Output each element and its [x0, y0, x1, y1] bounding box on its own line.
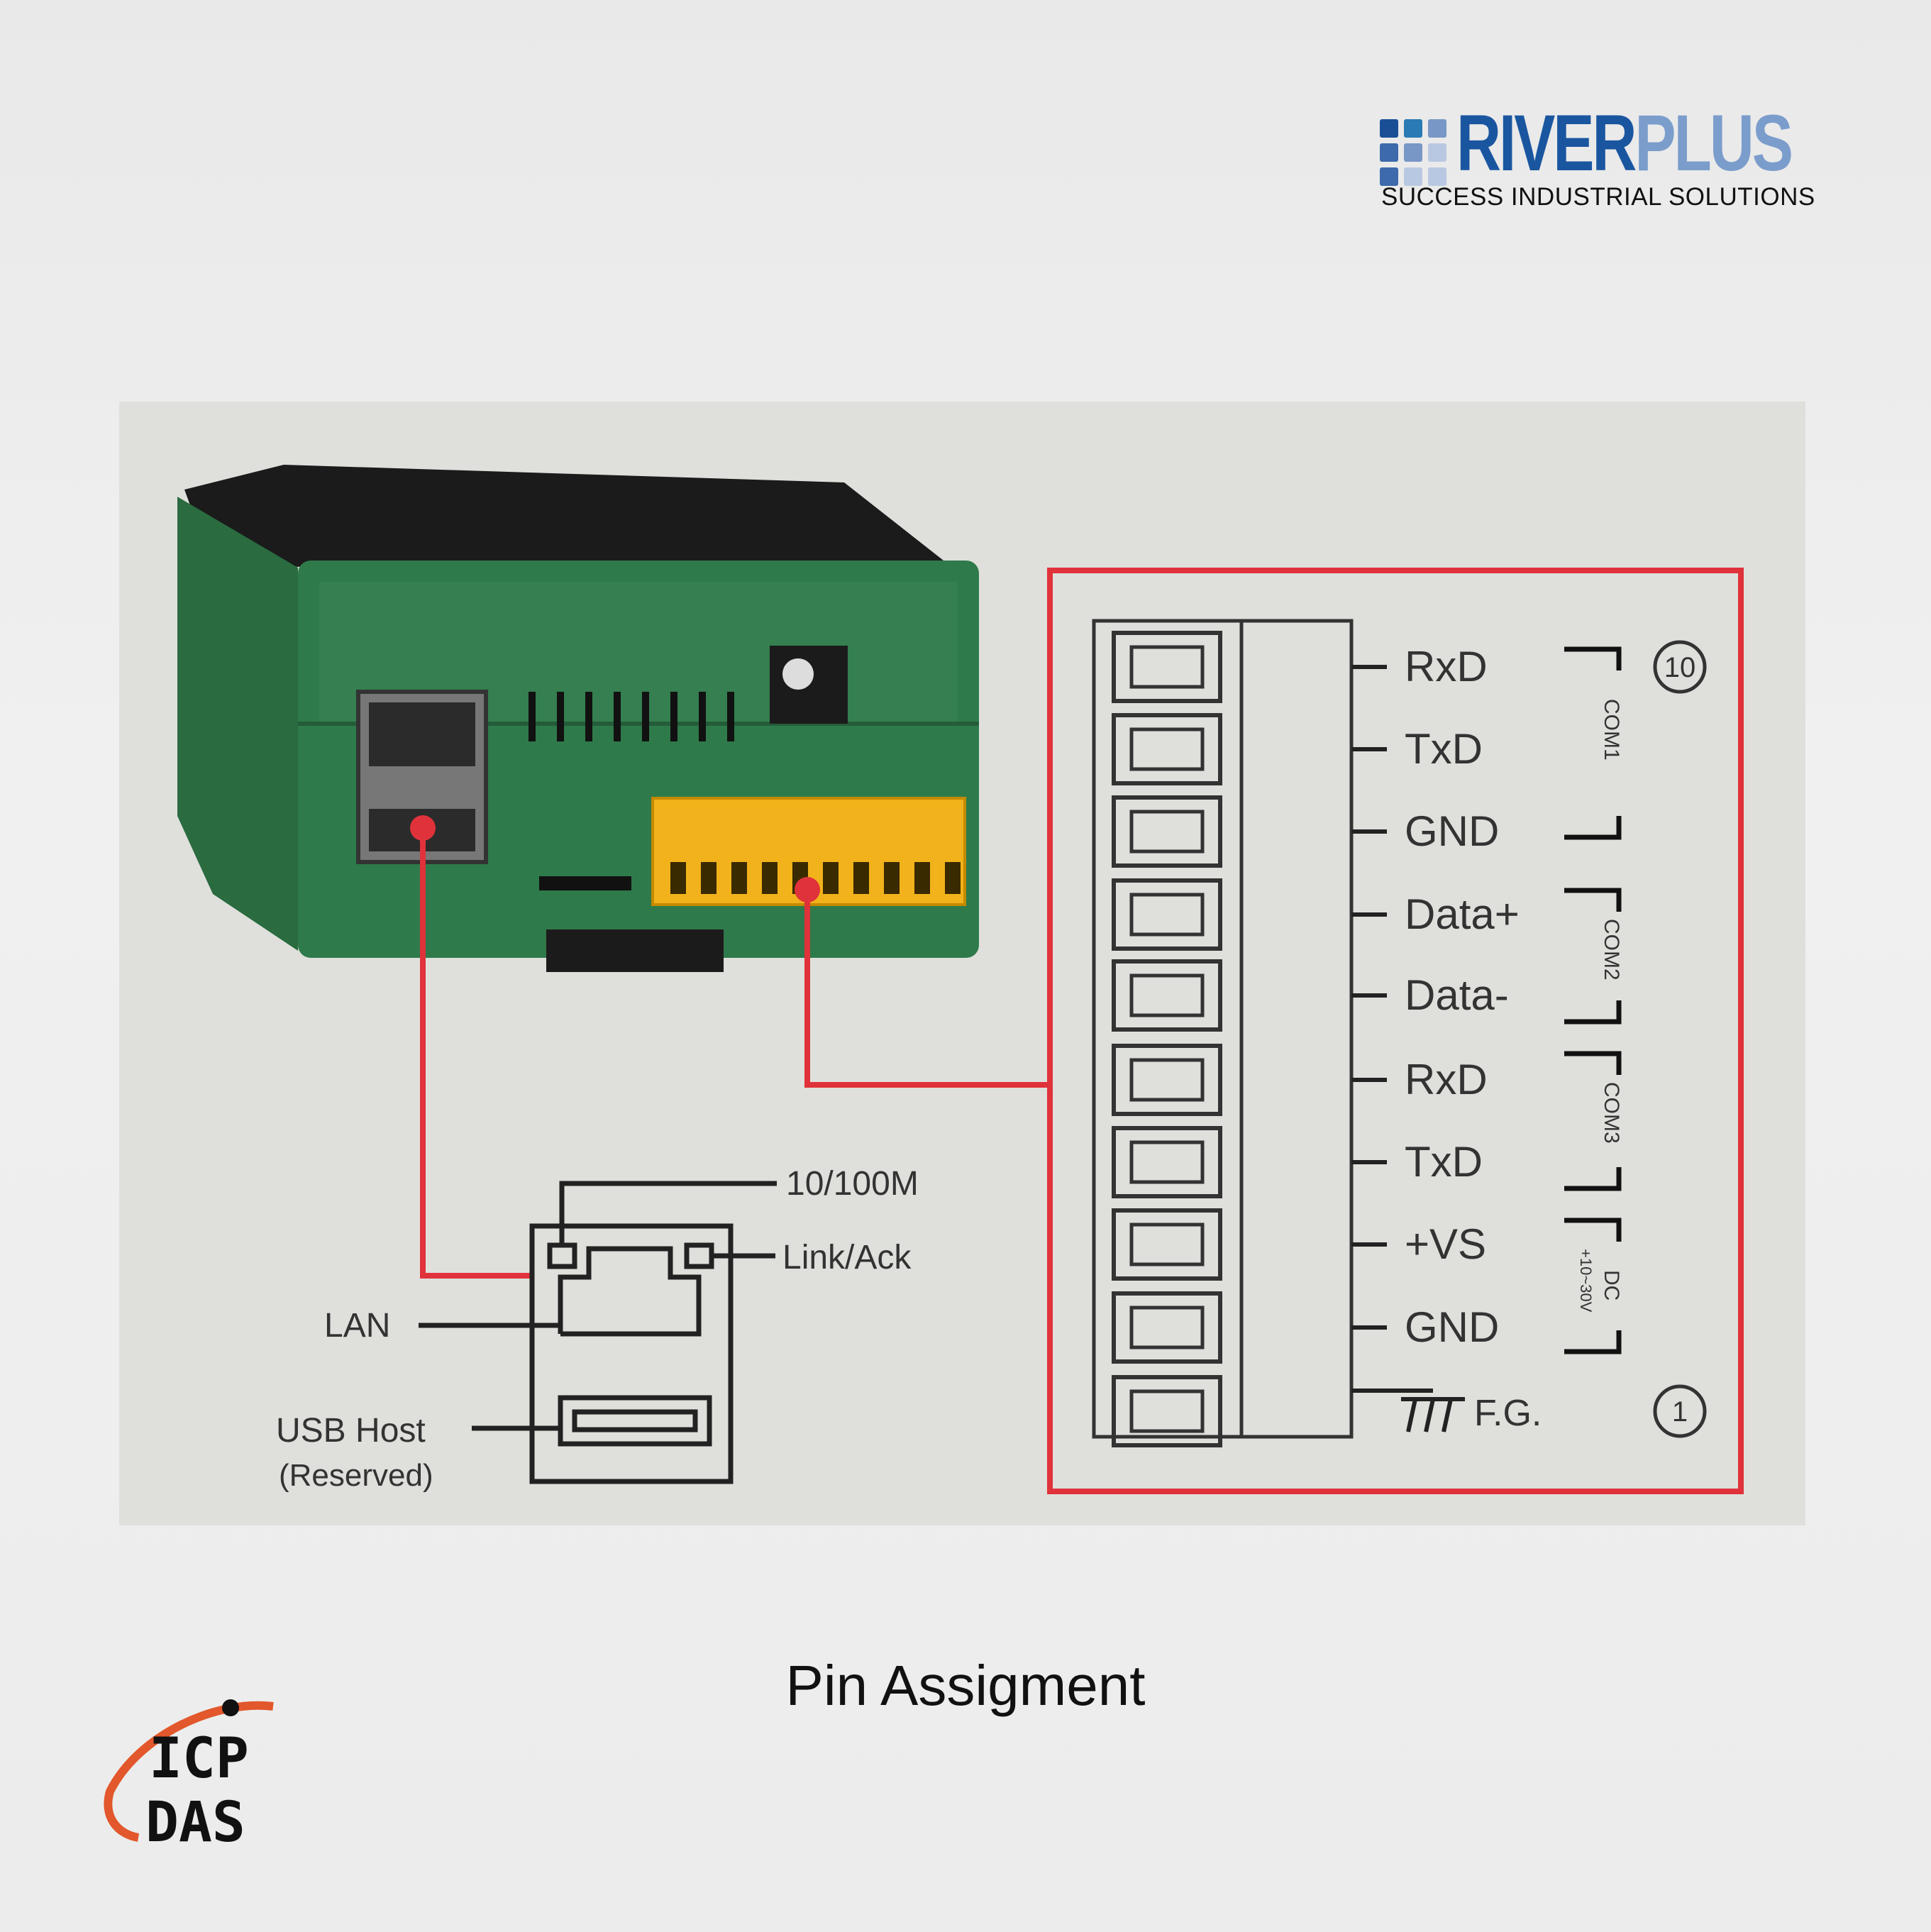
- device-illustration: [177, 465, 979, 972]
- pin-screw: [1112, 959, 1222, 1032]
- pin-row: RxD: [1112, 1044, 1488, 1116]
- group-bracket: [1564, 646, 1622, 670]
- pin-screw: [1112, 795, 1222, 868]
- brand-tagline: SUCCESS INDUSTRIAL SOLUTIONS: [1381, 183, 1815, 211]
- group-label-dc: DC: [1600, 1270, 1623, 1301]
- pin-label: RxD: [1405, 1056, 1488, 1103]
- usb-note-label: (Reserved): [279, 1458, 433, 1493]
- group-label-com1: COM1: [1600, 699, 1623, 761]
- pin-label: TxD: [1405, 1138, 1483, 1186]
- group-bracket: [1564, 1167, 1622, 1191]
- pin-row: +VS: [1112, 1208, 1486, 1281]
- pin-row: GND: [1112, 795, 1499, 868]
- group-bracket: [1564, 1330, 1622, 1354]
- group-bracket: [1564, 816, 1622, 840]
- usb-slot-icon: [558, 1395, 712, 1447]
- pin-row: RxD: [1112, 631, 1488, 703]
- riverplus-logo: RIVERPLUS SUCCESS INDUSTRIAL SOLUTIONS: [1380, 104, 1848, 213]
- pin-label: RxD: [1405, 643, 1488, 690]
- pin-screw: [1112, 1208, 1222, 1281]
- svg-text:DAS: DAS: [145, 1791, 245, 1855]
- group-bracket: [1564, 1218, 1622, 1242]
- pin-screw: [1112, 1044, 1222, 1116]
- pin-row: F.G.: [1112, 1375, 1542, 1447]
- usb-label: USB Host: [276, 1412, 426, 1450]
- pin-label: +VS: [1405, 1220, 1486, 1268]
- svg-text:ICP: ICP: [149, 1727, 249, 1791]
- pin-row: TxD: [1112, 1126, 1483, 1198]
- port-schematic: [419, 1181, 777, 1484]
- group-label-com3: COM3: [1600, 1082, 1623, 1144]
- pin-10-marker: [1653, 640, 1707, 694]
- pin-screw: [1112, 878, 1222, 951]
- pin-screw: [1112, 631, 1222, 703]
- pin-screw: [1112, 1126, 1222, 1198]
- pin-row: TxD: [1112, 713, 1483, 785]
- callout-dot: [410, 815, 436, 841]
- group-bracket: [1564, 1051, 1622, 1075]
- group-bracket: [1564, 888, 1622, 912]
- pin-row: Data+: [1112, 878, 1520, 951]
- callout-dot: [795, 877, 820, 902]
- callout-lines: [420, 568, 1744, 1494]
- link-led-label: Link/Ack: [782, 1239, 912, 1276]
- pin-label: F.G.: [1474, 1393, 1542, 1434]
- pin-screw: [1112, 713, 1222, 785]
- group-sublabel-dc: +10~30V: [1577, 1249, 1595, 1313]
- pin-10-marker-text: 10: [1664, 652, 1696, 683]
- group-label-com2: COM2: [1600, 919, 1623, 981]
- pin-screw: [1112, 1291, 1222, 1364]
- link-led-icon: [684, 1242, 714, 1269]
- lan-label: LAN: [324, 1307, 390, 1345]
- pin-label: Data+: [1405, 890, 1520, 938]
- pin-1-marker: [1653, 1384, 1707, 1438]
- icp-das-logo: ICP DAS: [104, 1699, 274, 1855]
- speed-led-icon: [547, 1242, 577, 1269]
- speed-led-label: 10/100M: [786, 1165, 919, 1203]
- pin-label: Data-: [1405, 971, 1509, 1019]
- group-bracket: [1564, 1000, 1622, 1025]
- pin-row: Data-: [1112, 959, 1509, 1032]
- pin-screw: [1112, 1375, 1222, 1447]
- logo-grid-icon: [1380, 119, 1446, 186]
- vent-slots: [529, 692, 734, 741]
- pin-label: TxD: [1405, 725, 1483, 773]
- pin-row: GND: [1112, 1291, 1499, 1364]
- pin-label: GND: [1405, 1303, 1499, 1351]
- ground-icon: [1351, 1389, 1465, 1433]
- brand-name: RIVERPLUS: [1456, 99, 1793, 187]
- caption: Pin Assigment: [785, 1654, 1146, 1717]
- pin-label: GND: [1405, 807, 1499, 855]
- terminal-block: [1092, 619, 1354, 1439]
- pin-1-marker-text: 1: [1672, 1396, 1688, 1428]
